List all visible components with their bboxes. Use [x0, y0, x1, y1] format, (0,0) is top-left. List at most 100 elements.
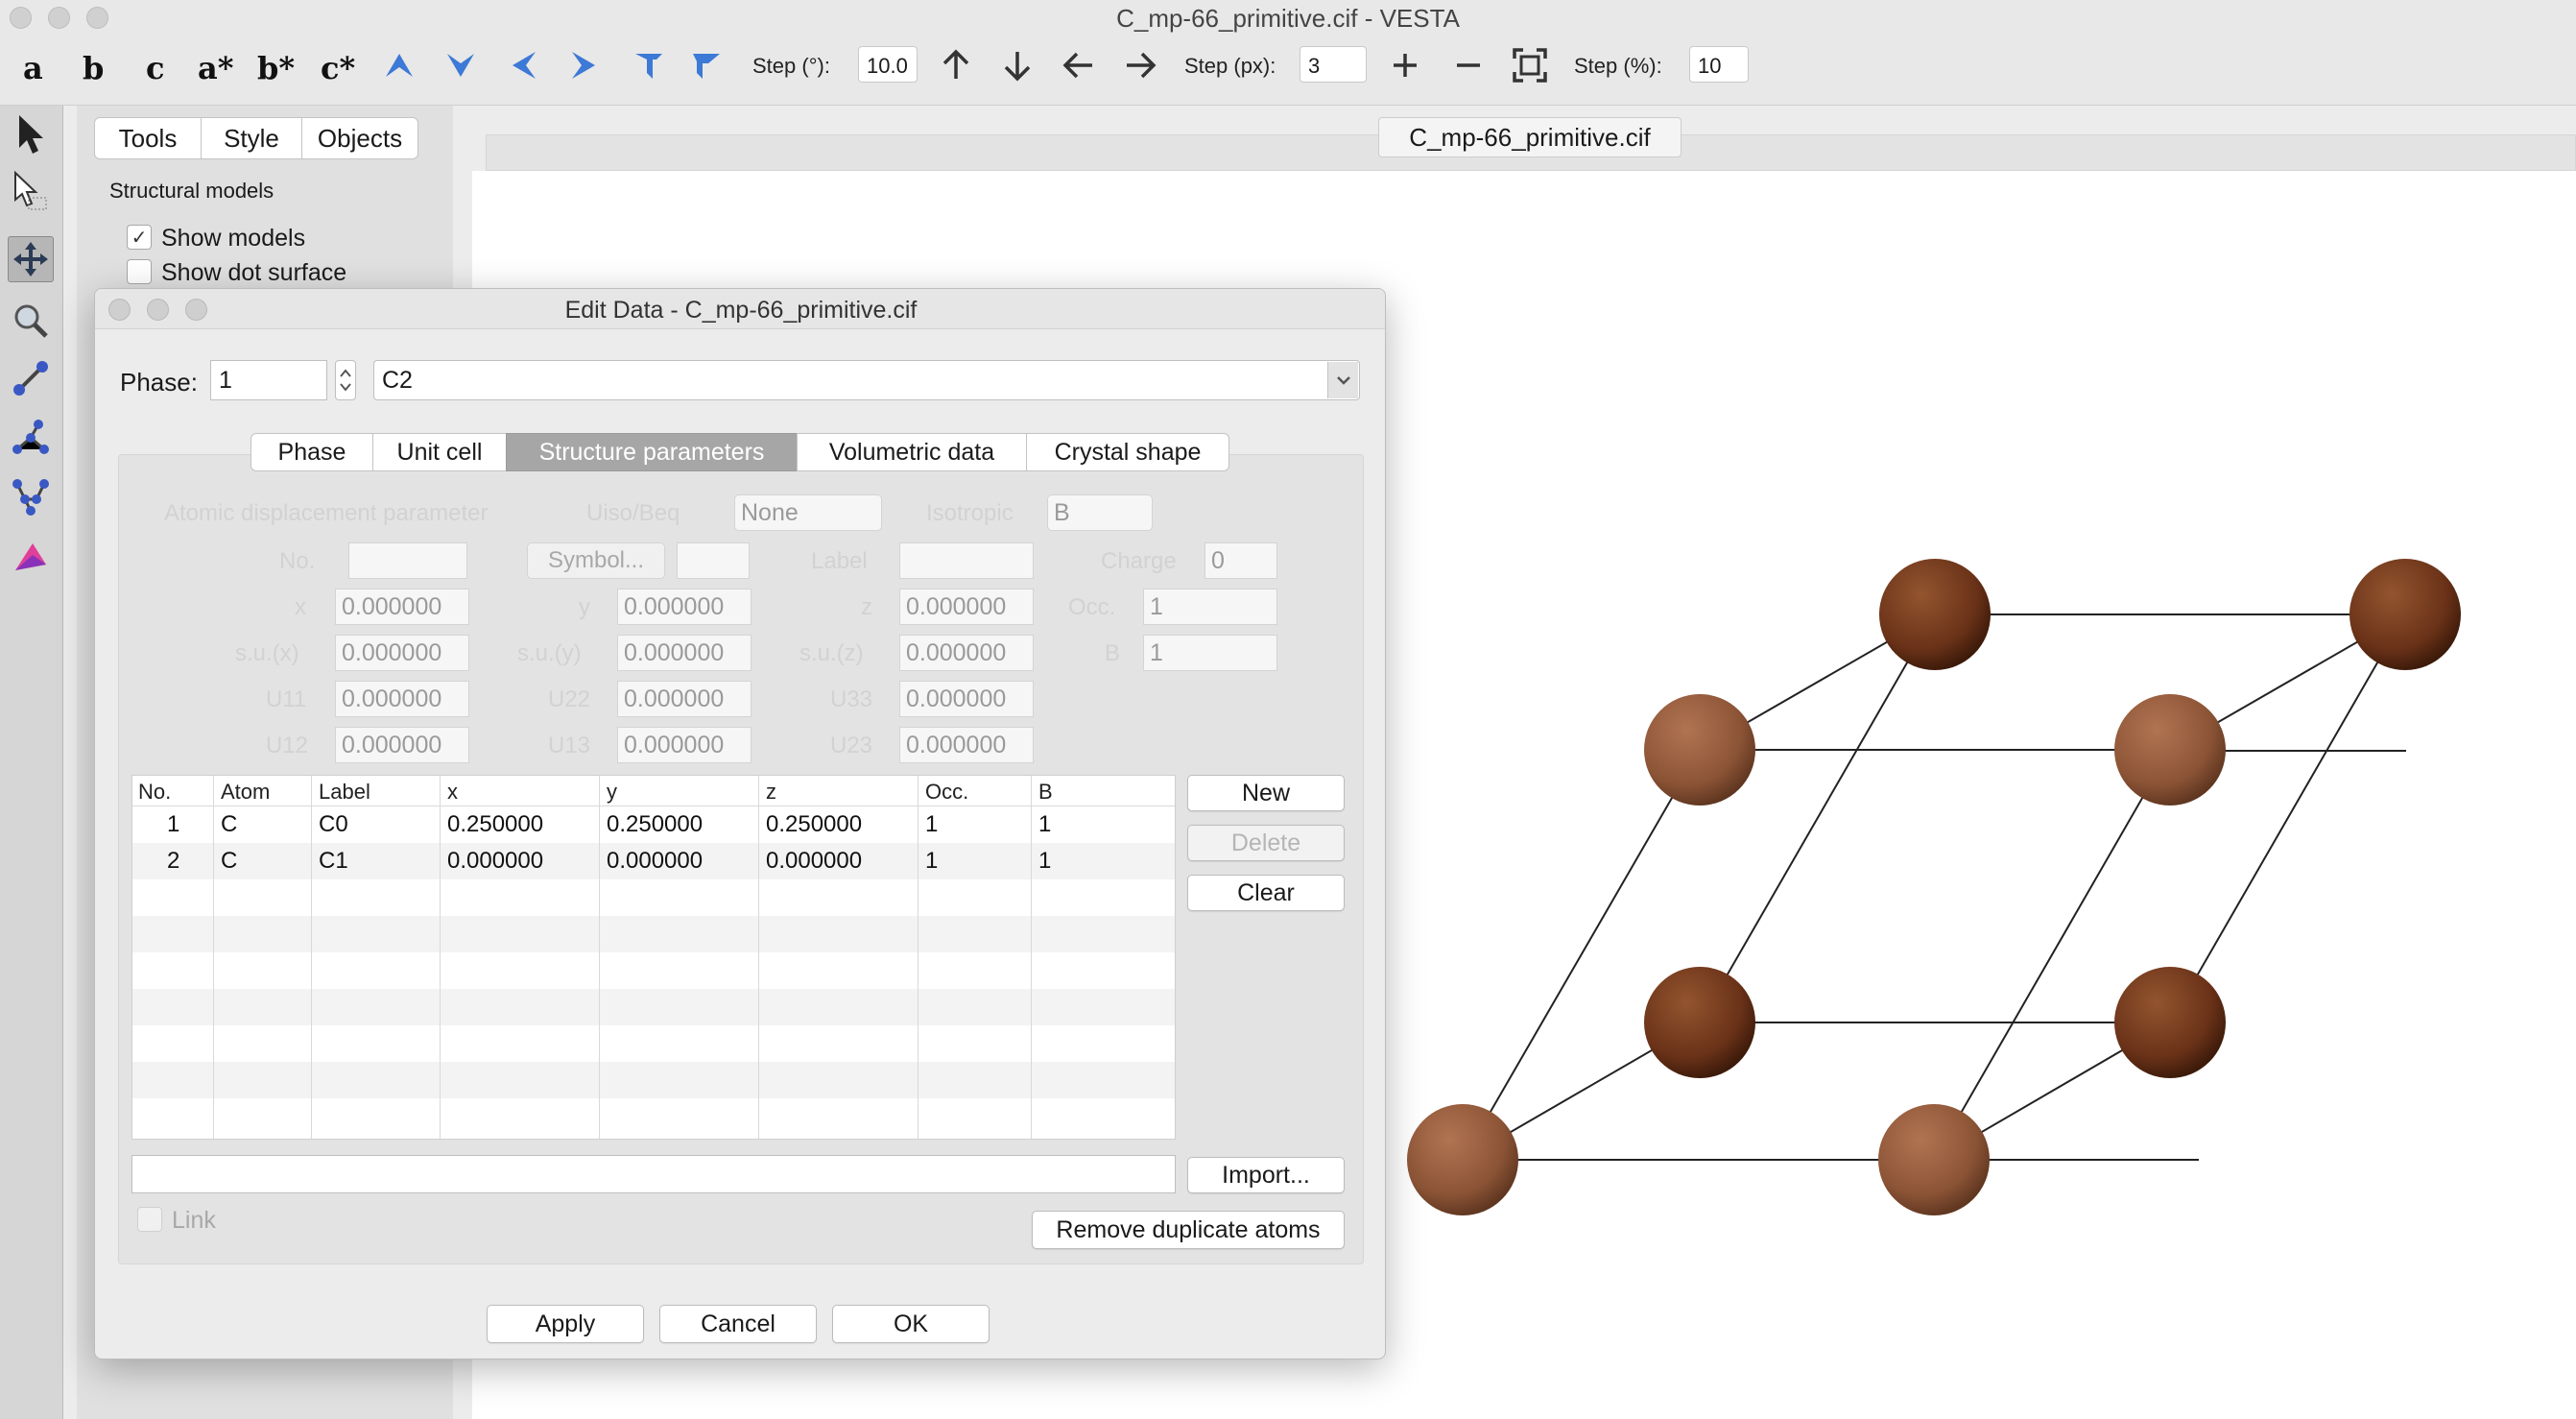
su-z-input[interactable]: 0.000000 [899, 635, 1034, 671]
tab-objects[interactable]: Objects [301, 117, 418, 159]
u13-input[interactable]: 0.000000 [617, 727, 751, 763]
phase-stepper[interactable] [335, 360, 356, 400]
atom-c0[interactable] [2349, 559, 2461, 670]
z-input[interactable]: 0.000000 [899, 589, 1034, 625]
lattice-plane-icon[interactable] [8, 534, 54, 580]
y-input[interactable]: 0.000000 [617, 589, 751, 625]
translate-right-icon[interactable] [1121, 46, 1159, 84]
dialog-zoom-button[interactable] [185, 299, 207, 321]
su-x-input[interactable]: 0.000000 [335, 635, 469, 671]
step-px-input[interactable]: 3 [1300, 46, 1367, 83]
view-axis-a-button[interactable]: a [23, 50, 43, 86]
table-row[interactable]: 1 C C0 0.250000 0.250000 0.250000 1 1 [132, 806, 1175, 843]
col-header-z[interactable]: z [766, 780, 776, 804]
cancel-button[interactable]: Cancel [659, 1305, 817, 1343]
show-models-checkbox[interactable]: ✓ [127, 225, 152, 250]
view-left-icon[interactable] [505, 46, 543, 84]
u22-input[interactable]: 0.000000 [617, 681, 751, 717]
atom-c0[interactable] [2114, 967, 2226, 1078]
view-rotate-cw-icon[interactable] [687, 46, 726, 84]
symbol-button[interactable]: Symbol... [527, 542, 665, 579]
atom-c1[interactable] [2114, 694, 2226, 806]
atom-c0[interactable] [1879, 559, 1991, 670]
tab-tools[interactable]: Tools [94, 117, 202, 159]
col-header-y[interactable]: y [607, 780, 617, 804]
x-input[interactable]: 0.000000 [335, 589, 469, 625]
u12-input[interactable]: 0.000000 [335, 727, 469, 763]
angle-tool-icon[interactable] [8, 415, 54, 461]
zoom-in-icon[interactable] [1386, 46, 1424, 84]
no-input[interactable] [348, 542, 467, 579]
dialog-close-button[interactable] [108, 299, 131, 321]
u33-input[interactable]: 0.000000 [899, 681, 1034, 717]
tab-style[interactable]: Style [201, 117, 302, 159]
occ-input[interactable]: 1 [1143, 589, 1277, 625]
symbol-input[interactable] [677, 542, 750, 579]
step-deg-input[interactable]: 10.0 [858, 46, 918, 83]
b-input[interactable]: 1 [1143, 635, 1277, 671]
region-select-icon[interactable] [8, 169, 54, 215]
view-rotate-ccw-icon[interactable] [630, 46, 668, 84]
view-axis-c-star-button[interactable]: c* [321, 50, 356, 86]
view-up-icon[interactable] [380, 46, 418, 84]
translate-left-icon[interactable] [1060, 46, 1098, 84]
atom-c1[interactable] [1644, 694, 1755, 806]
col-header-x[interactable]: x [447, 780, 458, 804]
col-header-atom[interactable]: Atom [221, 780, 271, 804]
select-arrow-icon[interactable] [8, 111, 54, 157]
view-axis-a-star-button[interactable]: a* [198, 50, 234, 86]
tab-unit-cell[interactable]: Unit cell [372, 433, 507, 471]
delete-button[interactable]: Delete [1187, 825, 1345, 861]
dihedral-tool-icon[interactable] [8, 474, 54, 520]
u23-input[interactable]: 0.000000 [899, 727, 1034, 763]
distance-tool-icon[interactable] [8, 355, 54, 401]
view-axis-b-button[interactable]: b [83, 50, 105, 86]
iso-select[interactable]: B [1047, 494, 1153, 531]
charge-input[interactable]: 0 [1205, 542, 1277, 579]
dialog-minimize-button[interactable] [147, 299, 169, 321]
chevron-down-icon[interactable] [1327, 362, 1358, 398]
atom-c1[interactable] [1407, 1104, 1518, 1215]
phase-number-input[interactable]: 1 [210, 360, 327, 400]
show-dot-surface-checkbox[interactable] [127, 259, 152, 284]
col-header-b[interactable]: B [1038, 780, 1053, 804]
atom-c0[interactable] [1644, 967, 1755, 1078]
apply-button[interactable]: Apply [487, 1305, 644, 1343]
uiso-select[interactable]: None [734, 494, 882, 531]
su-y-input[interactable]: 0.000000 [617, 635, 751, 671]
ok-button[interactable]: OK [832, 1305, 990, 1343]
document-tab[interactable]: C_mp-66_primitive.cif [1378, 117, 1682, 157]
fit-to-screen-icon[interactable] [1511, 46, 1549, 84]
tab-crystal-shape[interactable]: Crystal shape [1026, 433, 1229, 471]
translate-up-icon[interactable] [937, 46, 975, 84]
step-pct-input[interactable]: 10 [1689, 46, 1749, 83]
view-right-icon[interactable] [564, 46, 603, 84]
close-window-button[interactable] [10, 7, 32, 29]
col-header-occ[interactable]: Occ. [925, 780, 969, 804]
clear-button[interactable]: Clear [1187, 875, 1345, 911]
tab-structure-parameters[interactable]: Structure parameters [506, 433, 798, 471]
atom-c1[interactable] [1878, 1104, 1990, 1215]
magnifier-icon[interactable] [8, 298, 54, 344]
translate-down-icon[interactable] [998, 46, 1037, 84]
atom-table[interactable]: No. Atom Label x y z Occ. B 1 C C0 0.250… [131, 775, 1176, 1140]
import-button[interactable]: Import... [1187, 1157, 1345, 1193]
table-row[interactable]: 2 C C1 0.000000 0.000000 0.000000 1 1 [132, 843, 1175, 879]
view-down-icon[interactable] [441, 46, 480, 84]
col-header-no[interactable]: No. [138, 780, 172, 804]
col-header-label[interactable]: Label [319, 780, 370, 804]
translate-tool-icon[interactable] [8, 236, 54, 282]
phase-name-select[interactable]: C2 [373, 360, 1360, 400]
minimize-window-button[interactable] [48, 7, 70, 29]
view-axis-b-star-button[interactable]: b* [257, 50, 296, 86]
tab-volumetric-data[interactable]: Volumetric data [797, 433, 1027, 471]
view-axis-c-button[interactable]: c [146, 50, 165, 86]
import-path-input[interactable] [131, 1155, 1176, 1193]
label-input[interactable] [899, 542, 1034, 579]
link-checkbox[interactable] [137, 1207, 162, 1232]
new-button[interactable]: New [1187, 775, 1345, 811]
remove-duplicate-atoms-button[interactable]: Remove duplicate atoms [1032, 1211, 1345, 1249]
u11-input[interactable]: 0.000000 [335, 681, 469, 717]
tab-phase[interactable]: Phase [250, 433, 373, 471]
zoom-out-icon[interactable] [1449, 46, 1488, 84]
